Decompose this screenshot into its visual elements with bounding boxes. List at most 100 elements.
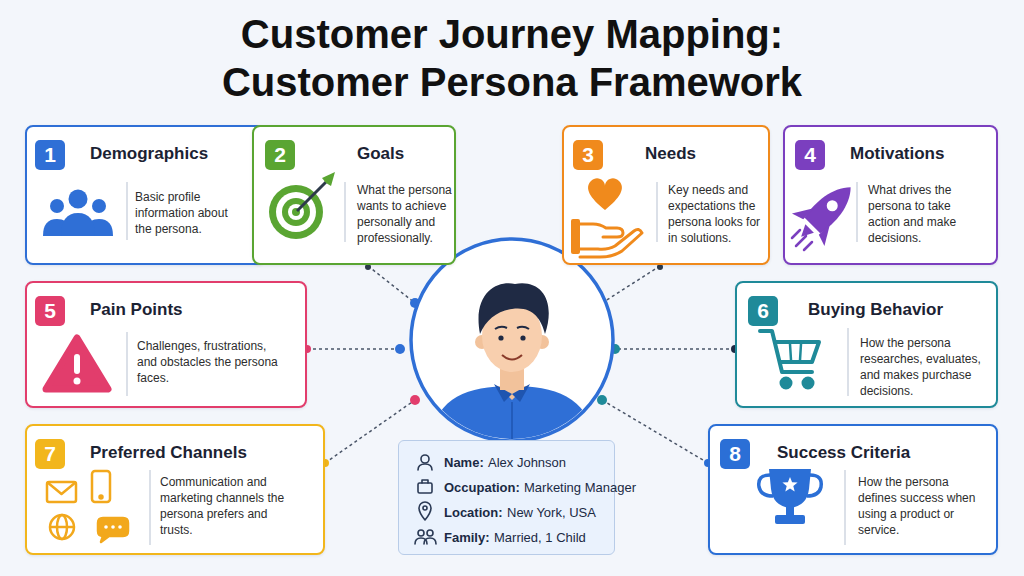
info-icons — [424, 538, 436, 544]
card-heading: Preferred Channels — [90, 443, 247, 463]
leader-dots — [303, 264, 739, 467]
card-heading: Motivations — [850, 144, 944, 164]
leader-lines — [368, 266, 415, 303]
rocket-icon — [824, 198, 840, 214]
warning-icon — [74, 354, 80, 374]
cart-icon — [800, 344, 801, 360]
rocket-icon — [792, 230, 812, 250]
category-card: MotivationsWhat drives the persona to ta… — [783, 125, 998, 265]
leader-lines — [615, 348, 735, 350]
card-divider — [126, 332, 128, 396]
card-description: How the persona researches, evaluates, a… — [860, 335, 990, 399]
info-value: New York, USA — [507, 505, 596, 521]
info-label: Location: — [444, 505, 503, 521]
category-card: Success CriteriaHow the persona defines … — [708, 424, 998, 555]
card-divider — [847, 328, 849, 396]
trophy-icon — [786, 506, 794, 516]
cart-icon — [790, 344, 791, 360]
cart-icon — [760, 331, 819, 388]
info-value: Alex Johnson — [488, 455, 566, 471]
category-card: GoalsWhat the persona wants to achieve p… — [252, 125, 456, 265]
leader-dots — [395, 344, 405, 354]
persona-portrait — [411, 239, 613, 450]
card-heading: Needs — [645, 144, 696, 164]
card-divider — [126, 182, 128, 240]
badge-number: 3 — [573, 140, 603, 170]
number-badge: 8 — [720, 439, 750, 469]
category-card: NeedsKey needs and expectations the pers… — [562, 125, 770, 265]
info-icons — [418, 464, 432, 470]
rocket-icon — [792, 230, 800, 238]
card-description: Basic profile information about the pers… — [135, 189, 247, 237]
channels-icon — [92, 471, 110, 502]
leader-lines — [307, 348, 400, 350]
number-badge: 5 — [35, 296, 65, 326]
channels-icon — [118, 525, 122, 529]
cart-icon — [804, 379, 813, 388]
people-icon — [92, 199, 106, 213]
cart-icon — [760, 331, 812, 372]
badge-number: 8 — [720, 439, 750, 469]
rocket-icon — [816, 223, 839, 246]
rocket-icon — [792, 199, 815, 222]
channels-icon — [47, 482, 76, 502]
rocket-icon — [785, 171, 867, 253]
info-icons — [418, 530, 424, 536]
rocket-icon — [804, 242, 812, 250]
info-label: Name: — [444, 455, 484, 471]
info-icons — [423, 506, 427, 510]
card-heading: Buying Behavior — [808, 300, 943, 320]
trophy-icon — [759, 475, 773, 496]
rocket-icon — [797, 224, 814, 241]
card-description: Communication and marketing channels the… — [160, 474, 285, 538]
badge-number: 4 — [795, 140, 825, 170]
persona-portrait — [520, 335, 525, 340]
card-description: What the persona wants to achieve person… — [357, 182, 459, 246]
target-icon — [276, 192, 316, 232]
heart-hand-icon — [580, 224, 623, 237]
card-description: Challenges, frustrations, and obstacles … — [137, 338, 285, 386]
badge-number: 1 — [35, 140, 65, 170]
trophy-icon — [807, 475, 821, 496]
warning-icon — [46, 338, 108, 389]
badge-number: 5 — [35, 296, 65, 326]
channels-icon — [98, 518, 128, 542]
heart-hand-icon — [571, 178, 642, 257]
rocket-icon — [796, 236, 806, 246]
category-card: Pain PointsChallenges, frustrations, and… — [25, 281, 307, 408]
number-badge: 2 — [265, 140, 295, 170]
number-badge: 3 — [573, 140, 603, 170]
leader-lines — [602, 266, 660, 303]
card-description: How the persona defines success when usi… — [858, 474, 980, 538]
persona-info-card: Name:Alex JohnsonOccupation:Marketing Ma… — [398, 440, 615, 555]
info-icons — [419, 502, 431, 520]
target-icon — [282, 198, 310, 226]
info-value: Married, 1 Child — [494, 530, 586, 546]
persona-portrait — [502, 355, 522, 360]
heart-hand-icon — [571, 219, 580, 254]
info-icons — [421, 455, 429, 463]
persona-portrait — [479, 283, 549, 334]
number-badge: 6 — [748, 296, 778, 326]
channels-icon — [57, 515, 67, 539]
card-divider — [127, 182, 857, 545]
card-divider — [344, 182, 346, 242]
warning-icon — [74, 378, 81, 385]
diagram-title: Customer Journey Mapping: Customer Perso… — [162, 10, 862, 106]
persona-portrait — [517, 327, 529, 329]
card-divider — [844, 470, 846, 545]
info-icons — [418, 483, 432, 493]
people-icon — [50, 199, 64, 213]
info-icons — [422, 480, 428, 483]
channels-icon — [47, 482, 76, 494]
people-icon — [43, 219, 70, 236]
persona-portrait — [498, 335, 503, 340]
trophy-icon — [769, 469, 811, 508]
people-icon — [69, 190, 88, 209]
info-label: Family: — [444, 530, 490, 546]
info-icons — [415, 455, 436, 544]
leader-dots — [597, 395, 607, 405]
leader-lines — [307, 266, 735, 463]
badge-number: 2 — [265, 140, 295, 170]
target-icon — [322, 172, 335, 186]
